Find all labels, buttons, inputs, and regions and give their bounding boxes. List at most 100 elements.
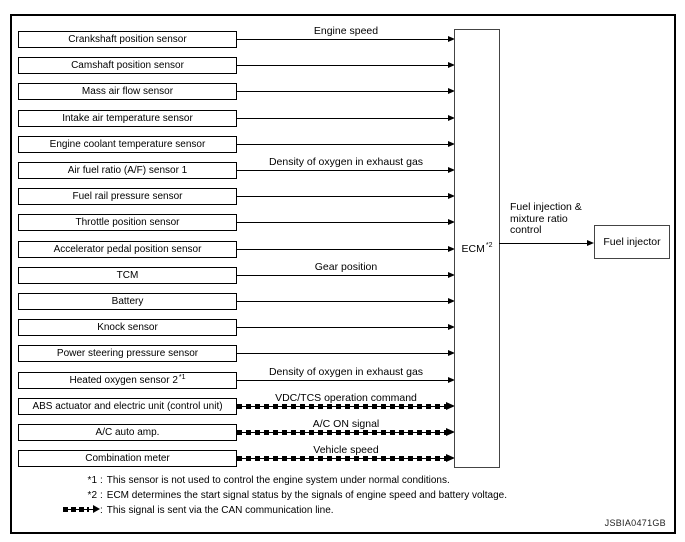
sensor-label: Knock sensor: [97, 322, 158, 333]
can-signal-wire: Vehicle speed: [237, 444, 455, 467]
sensor-box: Heated oxygen sensor 2*1: [18, 372, 237, 389]
sensor-box: Engine coolant temperature sensor: [18, 136, 237, 153]
wire-line: [237, 144, 451, 145]
footnote-can-legend: : This signal is sent via the CAN commun…: [36, 503, 507, 518]
wire-line: [237, 249, 451, 250]
row-crankshaft-position-sensor: Crankshaft position sensor Engine speed: [18, 25, 455, 48]
sensor-label: Intake air temperature sensor: [62, 113, 193, 124]
wire-line: [237, 65, 451, 66]
sensor-label: Mass air flow sensor: [81, 86, 174, 97]
row-power-steering-pressure-sensor: Power steering pressure sensor: [18, 345, 455, 362]
sensor-box: ABS actuator and electric unit (control …: [18, 398, 237, 415]
footnote-3-marker: [36, 503, 100, 518]
can-signal-wire: VDC/TCS operation command: [237, 392, 455, 415]
arrowhead-icon: [448, 245, 455, 252]
wire-line: [237, 118, 451, 119]
diagram-border-frame: Crankshaft position sensor Engine speed …: [10, 14, 676, 534]
arrowhead-icon: [448, 271, 455, 278]
row-throttle-position-sensor: Throttle position sensor: [18, 214, 455, 231]
fuel-injector-label: Fuel injector: [603, 236, 661, 248]
row-mass-air-flow-sensor: Mass air flow sensor: [18, 83, 455, 100]
signal-label: Density of oxygen in exhaust gas: [268, 366, 424, 378]
signal-wire: [237, 188, 455, 205]
sensor-label: Combination meter: [85, 453, 170, 464]
can-arrowhead-icon: [446, 453, 455, 462]
sensor-label: Throttle position sensor: [75, 217, 180, 228]
wire-line: [237, 353, 451, 354]
signal-label: Engine speed: [313, 25, 379, 37]
output-wire-line: [499, 243, 588, 244]
can-arrowhead-icon: [446, 427, 455, 436]
signal-wire: Engine speed: [237, 25, 455, 48]
output-arrowhead-icon: [587, 239, 594, 246]
wire-line: [237, 91, 451, 92]
row-tcm: TCM Gear position: [18, 261, 455, 284]
sensor-box: Combination meter: [18, 450, 237, 467]
signal-label: Density of oxygen in exhaust gas: [268, 156, 424, 168]
signal-wire: [237, 214, 455, 231]
can-dashed-line: [237, 456, 453, 461]
arrowhead-icon: [448, 218, 455, 225]
footnote-separator: :: [100, 475, 103, 486]
sensor-label: A/C auto amp.: [95, 427, 160, 438]
row-air-fuel-ratio-sensor-1: Air fuel ratio (A/F) sensor 1 Density of…: [18, 156, 455, 179]
sensor-label: Crankshaft position sensor: [68, 34, 187, 45]
footnote-1-marker: *1: [87, 475, 97, 486]
sensor-box: Mass air flow sensor: [18, 83, 237, 100]
signal-wire: [237, 136, 455, 153]
sensor-box: Fuel rail pressure sensor: [18, 188, 237, 205]
sensor-box: Battery: [18, 293, 237, 310]
signal-wire: [237, 83, 455, 100]
sensor-label: Heated oxygen sensor 2*1: [69, 373, 186, 386]
signal-wire: [237, 293, 455, 310]
sensor-label: Air fuel ratio (A/F) sensor 1: [67, 165, 188, 176]
row-combination-meter: Combination meter Vehicle speed: [18, 444, 455, 467]
ecm-label: ECM*2: [461, 242, 493, 255]
row-accelerator-pedal-position-sensor: Accelerator pedal position sensor: [18, 241, 455, 258]
wire-line: [237, 222, 451, 223]
can-signal-wire: A/C ON signal: [237, 418, 455, 441]
row-ac-auto-amp: A/C auto amp. A/C ON signal: [18, 418, 455, 441]
sensor-box: Air fuel ratio (A/F) sensor 1: [18, 162, 237, 179]
footnote-3-text: This signal is sent via the CAN communic…: [106, 505, 334, 516]
can-arrowhead-icon: [446, 401, 455, 410]
wire-line: [237, 301, 451, 302]
row-knock-sensor: Knock sensor: [18, 319, 455, 336]
sensor-label: TCM: [116, 270, 139, 281]
wire-line: [237, 39, 451, 40]
arrowhead-icon: [448, 114, 455, 121]
sensor-box: Accelerator pedal position sensor: [18, 241, 237, 258]
sensor-label: Camshaft position sensor: [71, 60, 184, 71]
row-intake-air-temperature-sensor: Intake air temperature sensor: [18, 110, 455, 127]
can-dashed-arrow-icon: [63, 505, 100, 513]
wire-line: [237, 170, 451, 171]
signal-label: A/C ON signal: [312, 418, 380, 430]
sensor-box: TCM: [18, 267, 237, 284]
row-fuel-rail-pressure-sensor: Fuel rail pressure sensor: [18, 188, 455, 205]
arrowhead-icon: [448, 349, 455, 356]
signal-wire: Density of oxygen in exhaust gas: [237, 156, 455, 179]
footnote-ref-1: *1: [178, 373, 186, 381]
fuel-injector-box: Fuel injector: [594, 225, 670, 259]
can-dashed-line: [237, 430, 453, 435]
signal-wire: [237, 110, 455, 127]
footnote-1: *1 : This sensor is not used to control …: [36, 473, 507, 488]
sensor-box: Throttle position sensor: [18, 214, 237, 231]
sensor-box: Power steering pressure sensor: [18, 345, 237, 362]
row-battery: Battery: [18, 293, 455, 310]
sensor-label: ABS actuator and electric unit (control …: [32, 401, 223, 412]
sensor-label: Fuel rail pressure sensor: [72, 191, 183, 202]
ecm-box: ECM*2: [454, 29, 500, 468]
row-engine-coolant-temperature-sensor: Engine coolant temperature sensor: [18, 136, 455, 153]
sensor-box: A/C auto amp.: [18, 424, 237, 441]
signal-label: Vehicle speed: [313, 444, 379, 456]
sensor-label: Battery: [111, 296, 144, 307]
footnote-2-marker: *2: [87, 490, 97, 501]
wire-line: [237, 327, 451, 328]
footnote-2-text: ECM determines the start signal status b…: [106, 490, 508, 501]
footnote-1-text: This sensor is not used to control the e…: [106, 475, 450, 486]
arrowhead-icon: [448, 376, 455, 383]
sensor-label: Accelerator pedal position sensor: [53, 244, 202, 255]
signal-wire: [237, 345, 455, 362]
sensor-box: Crankshaft position sensor: [18, 31, 237, 48]
